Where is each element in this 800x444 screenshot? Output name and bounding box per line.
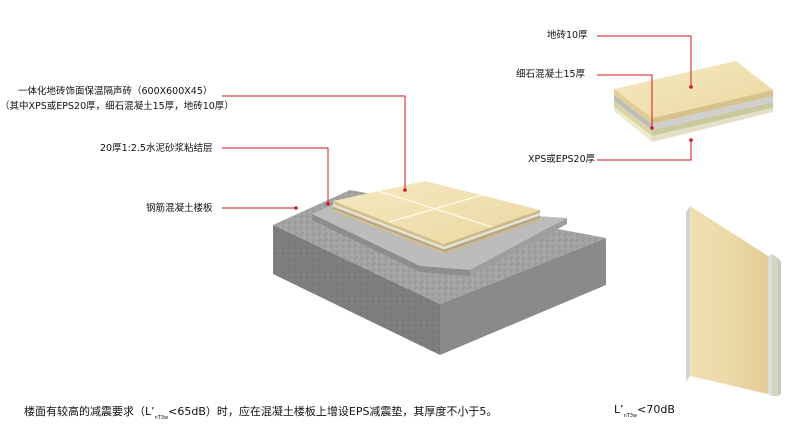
label-mortar-layer: 20厚1:2.5水泥砂浆粘结层 [100, 143, 213, 154]
detail-tile-top [614, 61, 773, 118]
leader-floor-tile [597, 35, 692, 87]
leader-lines [222, 35, 692, 209]
floor-assembly [273, 181, 606, 355]
vertical-panel [686, 206, 781, 396]
label-insulation: XPS或EPS20厚 [528, 154, 596, 165]
rating-prefix: L’ [614, 403, 624, 416]
slab-front [273, 225, 440, 355]
leader-fine-concrete [597, 74, 653, 128]
mortar-front [312, 214, 470, 276]
mortar-right [470, 218, 567, 276]
label-floor-tile: 地砖10厚 [547, 30, 588, 41]
leader-composite [222, 95, 406, 190]
rating-suffix: <70dB [637, 403, 675, 416]
label-fine-concrete: 细石混凝土15厚 [516, 69, 586, 80]
tile-top [333, 181, 540, 244]
rating-subscript: nT3w [623, 413, 638, 419]
leader-dots [294, 85, 693, 210]
tile-layer-detail [614, 61, 773, 142]
caption-subscript: nT3w [154, 415, 169, 421]
panel-face [690, 206, 768, 394]
slab-right [440, 238, 606, 355]
label-composite-tile-line2: （其中XPS或EPS20厚，细石混凝土15厚，地砖10厚） [0, 101, 234, 112]
label-composite-tile-line1: 一体化地砖饰面保温隔声砖（600X600X45） [18, 86, 213, 97]
leader-mortar [222, 147, 329, 204]
footnote-caption: 楼面有较高的减震要求（L’nT3w<65dB）时，应在混凝土楼板上增设EPS减震… [24, 403, 498, 421]
sound-rating: L’nT3w<70dB [614, 403, 675, 419]
leader-insulation [597, 140, 692, 161]
caption-after: <65dB）时，应在混凝土楼板上增设EPS减震垫，其厚度不小于5。 [168, 405, 498, 418]
caption-before: 楼面有较高的减震要求（L’ [24, 405, 155, 418]
label-concrete-slab: 钢筋混凝土楼板 [146, 203, 213, 214]
